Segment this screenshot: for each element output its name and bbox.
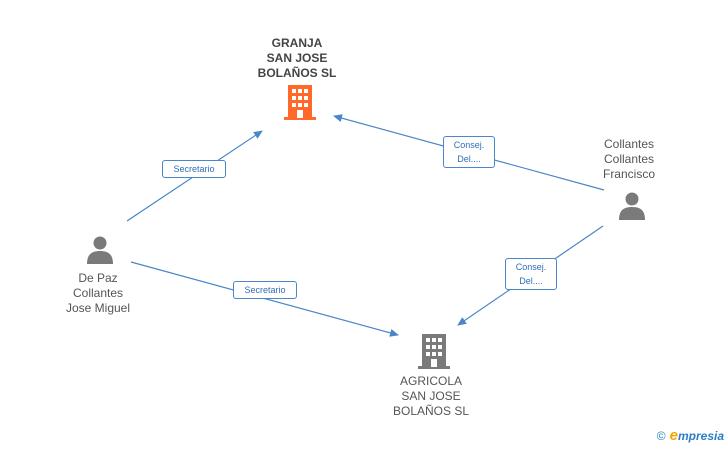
company-granja-label[interactable]: GRANJA SAN JOSE BOLAÑOS SL xyxy=(237,36,357,81)
building-icon[interactable] xyxy=(418,334,450,369)
person-collantes-label[interactable]: Collantes Collantes Francisco xyxy=(569,137,689,182)
edge-label-text: Secretario xyxy=(173,164,215,174)
agricola-line-2: SAN JOSE xyxy=(401,389,461,403)
granja-line-2: SAN JOSE xyxy=(266,51,328,65)
copyright-symbol: © xyxy=(656,428,666,443)
building-icon[interactable] xyxy=(284,85,316,120)
agricola-line-3: BOLAÑOS SL xyxy=(392,404,470,418)
edge-label-consej-granja[interactable]: Consej. Del.... xyxy=(443,136,495,168)
edge-label-secretario-granja[interactable]: Secretario xyxy=(162,160,226,178)
agricola-line-1: AGRICOLA xyxy=(399,374,462,388)
granja-line-3: BOLAÑOS SL xyxy=(257,66,337,80)
depaz-line-3: Jose Miguel xyxy=(65,301,131,315)
company-agricola-label[interactable]: AGRICOLA SAN JOSE BOLAÑOS SL xyxy=(371,374,491,419)
collantes-line-1: Collantes xyxy=(603,137,655,151)
collantes-line-3: Francisco xyxy=(602,167,655,181)
depaz-line-1: De Paz xyxy=(78,271,118,285)
person-depaz-label[interactable]: De Paz Collantes Jose Miguel xyxy=(38,271,158,316)
collantes-line-2: Collantes xyxy=(603,152,655,166)
person-icon[interactable] xyxy=(86,236,114,264)
person-icon[interactable] xyxy=(618,192,646,220)
copyright-brand: © empresia xyxy=(657,427,724,444)
edge-label-consej-agricola[interactable]: Consej. Del.... xyxy=(505,258,557,290)
edge-label-text: Consej. xyxy=(453,140,485,150)
edge-label-text: Del.... xyxy=(519,276,543,286)
brand-logo: empresia xyxy=(670,427,724,444)
granja-line-1: GRANJA xyxy=(271,36,323,50)
edge-label-text: Consej. xyxy=(515,262,547,272)
edge-label-secretario-agricola[interactable]: Secretario xyxy=(233,281,297,299)
brand-rest: mpresia xyxy=(677,429,724,443)
brand-initial: e xyxy=(669,427,678,444)
edge-label-text: Del.... xyxy=(457,154,481,164)
edge-label-text: Secretario xyxy=(244,285,286,295)
depaz-line-2: Collantes xyxy=(72,286,124,300)
